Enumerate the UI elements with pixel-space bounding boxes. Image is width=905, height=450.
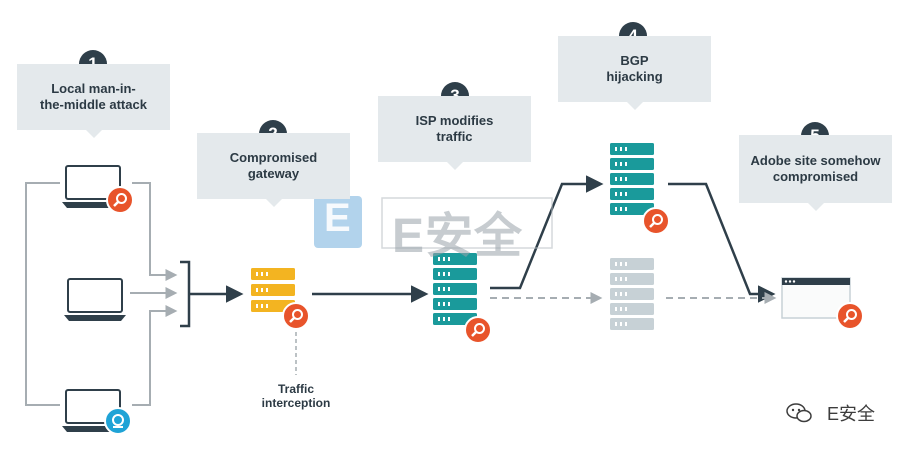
step-3-label-line2: traffic bbox=[436, 129, 473, 144]
link-laptop3-out bbox=[132, 305, 178, 406]
arrow-isp-to-bgp bbox=[490, 175, 604, 290]
step-1-callout: Local man-in-the-middle attack bbox=[17, 64, 170, 138]
watermark-logo bbox=[314, 196, 553, 249]
step-1-label-line1: Local man-in- bbox=[51, 81, 136, 96]
link-laptop1-out bbox=[132, 182, 178, 281]
step-2-label-line2: gateway bbox=[247, 166, 300, 181]
caption-line2: interception bbox=[261, 396, 331, 410]
watermark-letter: E bbox=[324, 196, 352, 240]
magnifier-attack-icon bbox=[464, 316, 492, 344]
magnifier-attack-icon bbox=[642, 207, 670, 235]
traffic-interception-caption: Traffic interception bbox=[254, 382, 338, 410]
client-links bbox=[25, 182, 178, 406]
corner-mark-text: E安全 bbox=[826, 404, 875, 424]
shield-skull-icon bbox=[104, 407, 132, 435]
step-3-label-line1: ISP modifies bbox=[415, 113, 494, 128]
corner-account-mark: E安全 bbox=[827, 400, 875, 426]
link-laptop1 bbox=[25, 182, 60, 406]
step-5-label-line2: compromised bbox=[772, 169, 859, 184]
magnifier-attack-icon bbox=[106, 186, 134, 214]
arrow-bgp-to-adobe bbox=[668, 182, 776, 303]
watermark-text: E安全 bbox=[392, 210, 524, 263]
laptop-icon bbox=[64, 278, 126, 321]
caption-line1: Traffic bbox=[277, 382, 314, 396]
magnifier-attack-icon bbox=[836, 302, 864, 330]
bgp-server-icon bbox=[610, 143, 654, 215]
gateway-server-icon bbox=[251, 268, 295, 312]
wechat-icon bbox=[786, 403, 812, 423]
step-4-label-line2: hijacking bbox=[606, 69, 663, 84]
legitimate-server-icon bbox=[610, 258, 654, 330]
step-4-label-line1: BGP bbox=[620, 53, 649, 68]
step-5-label-line1: Adobe site somehow bbox=[750, 153, 881, 168]
merge-bracket bbox=[180, 260, 244, 328]
magnifier-attack-icon bbox=[282, 302, 310, 330]
step-1-label-line2: the-middle attack bbox=[40, 97, 147, 112]
step-2-label-line1: Compromised bbox=[229, 150, 318, 165]
isp-server-icon bbox=[433, 253, 477, 325]
